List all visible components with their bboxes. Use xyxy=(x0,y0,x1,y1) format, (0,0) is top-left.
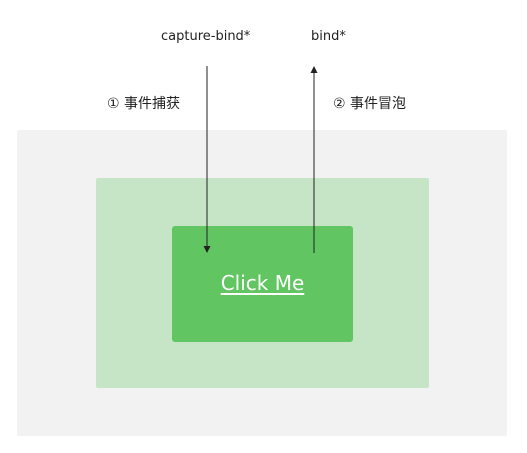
bubble-arrow xyxy=(310,66,318,253)
bubble-phase-label: ② 事件冒泡 xyxy=(333,96,407,112)
capture-arrow xyxy=(203,66,211,253)
bind-label: bind* xyxy=(311,29,346,44)
capture-bind-label: capture-bind* xyxy=(161,29,251,44)
capture-phase-label: ① 事件捕获 xyxy=(107,96,181,112)
click-me-button[interactable]: Click Me xyxy=(220,271,305,295)
capture-arrowhead xyxy=(203,246,211,253)
bubble-arrowhead xyxy=(310,66,318,73)
inner-container xyxy=(172,226,353,342)
